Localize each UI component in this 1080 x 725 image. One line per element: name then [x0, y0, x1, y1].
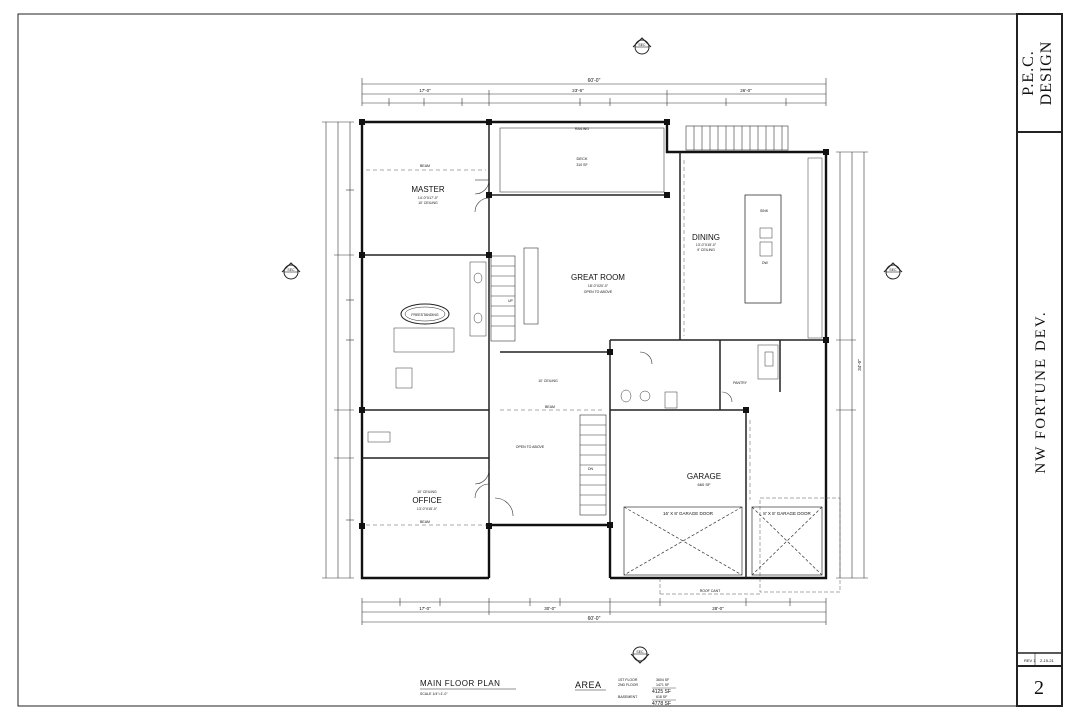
powder-fixtures [620, 344, 779, 409]
dw-label: DW [762, 261, 769, 265]
area-table: 1ST FLOOR 3604 SF 2ND FLOOR 1471 SF 4125… [618, 678, 676, 707]
left-dimensions [322, 121, 354, 579]
room-dining-ceiling: 9' CEILING [697, 248, 715, 252]
bottom-dim-3: 28'-0" [712, 606, 724, 611]
right-dimensions [836, 151, 868, 579]
freestanding-tub [400, 303, 450, 325]
svg-text:BASEMENT: BASEMENT [618, 695, 638, 699]
top-dimensions [361, 78, 827, 106]
tub-label: FREESTANDING [411, 313, 438, 317]
stair-dn-note: DN [588, 467, 594, 471]
svg-text:1471 SF: 1471 SF [656, 683, 669, 687]
svg-text:SEC: SEC [889, 268, 897, 272]
kitchen-island [744, 194, 782, 304]
svg-text:1ST FLOOR: 1ST FLOOR [618, 678, 638, 682]
svg-text:4778 SF: 4778 SF [652, 701, 671, 707]
room-great-room-name: GREAT ROOM [571, 273, 625, 282]
room-deck-size: 310 SF [576, 163, 587, 167]
sink-label: SINK [760, 209, 769, 213]
section-marker-left: SEC [281, 262, 301, 280]
room-garage-name: GARAGE [687, 472, 721, 481]
open-to-above-note: OPEN TO ABOVE [516, 445, 545, 449]
room-great-room-size: 18'-0"X20'-0" [588, 284, 609, 288]
roof-cant-note: ROOF CANT [700, 589, 721, 593]
svg-text:SEC: SEC [636, 650, 644, 654]
room-dining-name: DINING [692, 233, 720, 242]
bottom-dim-1: 17'-0" [419, 606, 431, 611]
drawing-title: MAIN FLOOR PLAN [420, 679, 500, 688]
svg-text:3604 SF: 3604 SF [656, 678, 669, 682]
kitchen-counter [807, 157, 823, 339]
garage-door-2-label: 8' X 8' GARAGE DOOR [763, 511, 811, 516]
svg-text:NW FORTUNE DEV.: NW FORTUNE DEV. [1033, 310, 1049, 473]
svg-text:4125 SF: 4125 SF [652, 689, 671, 695]
section-marker-bottom: SEC [630, 646, 650, 664]
svg-text:P.E.C.: P.E.C. [1020, 50, 1037, 96]
top-dim-3: 26'-0" [740, 88, 752, 93]
firm-name: P.E.C. DESIGN [1020, 41, 1055, 106]
right-overall-dim: 34'-0" [857, 359, 862, 371]
project-name: NW FORTUNE DEV. [1033, 310, 1049, 473]
room-dining-size: 13'-0"X15'-0" [696, 243, 717, 247]
room-deck-name: DECK [576, 156, 587, 161]
interior-walls [362, 122, 826, 578]
room-garage-size: 660 SF [698, 482, 711, 487]
pantry-label: PANTRY [733, 381, 748, 385]
room-office-name: OFFICE [412, 496, 441, 505]
top-dim-1: 17'-0" [419, 88, 431, 93]
beam-note-hall: BEAM [545, 405, 555, 409]
bottom-dim-2: 30'-0" [544, 606, 556, 611]
railing-note: RAILING [575, 127, 589, 131]
deck-outline [499, 127, 665, 193]
beams [366, 160, 751, 526]
doors [474, 179, 733, 517]
area-label: AREA [575, 680, 602, 690]
hall-ceiling-note: 10' CEILING [538, 379, 558, 383]
svg-text:SEC: SEC [287, 268, 295, 272]
stair-up-note: UP [508, 299, 514, 303]
revision-date: 2-15-21 [1040, 658, 1055, 663]
drawing-scale: SCALE 1/4"=1'-0" [420, 692, 448, 696]
room-master-name: MASTER [411, 185, 445, 194]
svg-text:2ND FLOOR: 2ND FLOOR [618, 683, 639, 687]
room-master-size: 14'-0"X17'-0" [418, 196, 439, 200]
top-overall-dim: 60'-0" [588, 78, 601, 84]
room-great-room-note: OPEN TO ABOVE [584, 290, 613, 294]
garage-roof-outline [759, 497, 841, 593]
interior-stairs [490, 247, 607, 516]
beam-note-master: BEAM [420, 164, 430, 168]
room-office-ceiling: 10' CEILING [417, 490, 437, 494]
svg-text:SEC: SEC [638, 43, 646, 47]
garage-door-2 [751, 506, 823, 576]
beam-note-office: BEAM [420, 520, 430, 524]
bottom-overall-dim: 60'-0" [588, 616, 601, 622]
garage-door-1-label: 16' X 8' GARAGE DOOR [663, 511, 714, 516]
svg-text:618 SF: 618 SF [656, 695, 667, 699]
svg-text:DESIGN: DESIGN [1038, 41, 1055, 106]
section-marker-right: SEC [883, 262, 903, 280]
bottom-dimensions [361, 598, 827, 625]
room-office-size: 13'-0"X15'-0" [417, 507, 438, 511]
sheet-number: 2 [1034, 677, 1044, 699]
section-marker-top: SEC [632, 37, 652, 55]
exterior-stairs [685, 125, 789, 151]
revision-label: REV 1 [1024, 658, 1036, 663]
top-dim-2: 23'-6" [572, 88, 584, 93]
garage-door-1 [623, 506, 743, 576]
title-block [1016, 13, 1063, 707]
bath-fixtures [367, 261, 487, 443]
wall-posts [359, 119, 829, 529]
room-master-ceiling: 10' CEILING [418, 201, 438, 205]
